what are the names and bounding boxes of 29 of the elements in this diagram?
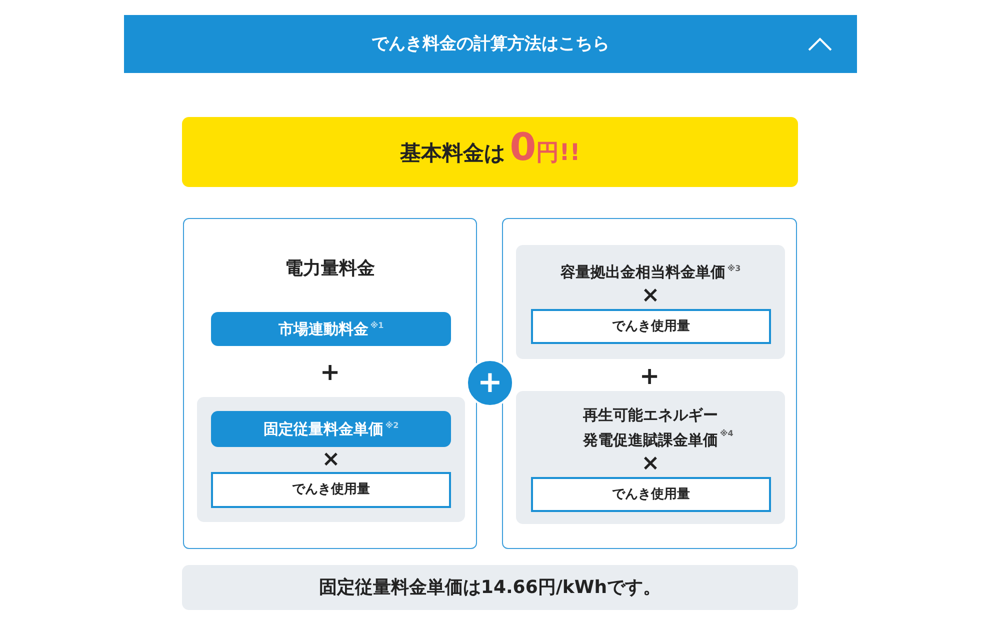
formula-panel bbox=[183, 218, 477, 549]
group-heading: 容量拠出金相当料金単価$^{※3}$ bbox=[560, 263, 741, 281]
plus-sign: + bbox=[639, 364, 660, 388]
plus-sign: + bbox=[477, 368, 503, 398]
note-text: 固定従量料金単価は14.66円/kWhです。 bbox=[318, 576, 662, 598]
usage-label: でんき使用量 bbox=[292, 482, 370, 498]
usage-label: でんき使用量 bbox=[612, 318, 690, 334]
multiply-sign: × bbox=[641, 453, 660, 475]
usage-box bbox=[531, 477, 771, 512]
plus-sign: + bbox=[320, 360, 340, 384]
usage-box bbox=[211, 472, 451, 508]
header-title: でんき料金の計算方法はこちら bbox=[372, 34, 610, 54]
usage-box bbox=[531, 309, 771, 344]
usage-label: でんき使用量 bbox=[612, 486, 690, 502]
formula-group bbox=[516, 391, 785, 524]
multiply-sign: × bbox=[322, 449, 340, 471]
fee-label: 固定従量料金単価$^{※2}$ bbox=[263, 420, 399, 438]
formula-group bbox=[516, 245, 785, 359]
highlight-banner bbox=[182, 117, 798, 187]
formula-panel bbox=[502, 218, 797, 549]
banner-text: 基本料金は bbox=[400, 141, 506, 166]
fee-label: 市場連動料金$^{※1}$ bbox=[278, 320, 384, 338]
fee-pill bbox=[211, 312, 451, 346]
formula-group bbox=[197, 397, 465, 522]
panel-heading: 電力量料金 bbox=[285, 258, 375, 280]
group-heading: 再生可能エネルギー発電促進賦課金単価$^{※4}$ bbox=[582, 405, 734, 451]
price-highlight: 0円!! bbox=[510, 125, 580, 171]
fee-pill bbox=[211, 411, 451, 447]
multiply-sign: × bbox=[641, 285, 660, 307]
